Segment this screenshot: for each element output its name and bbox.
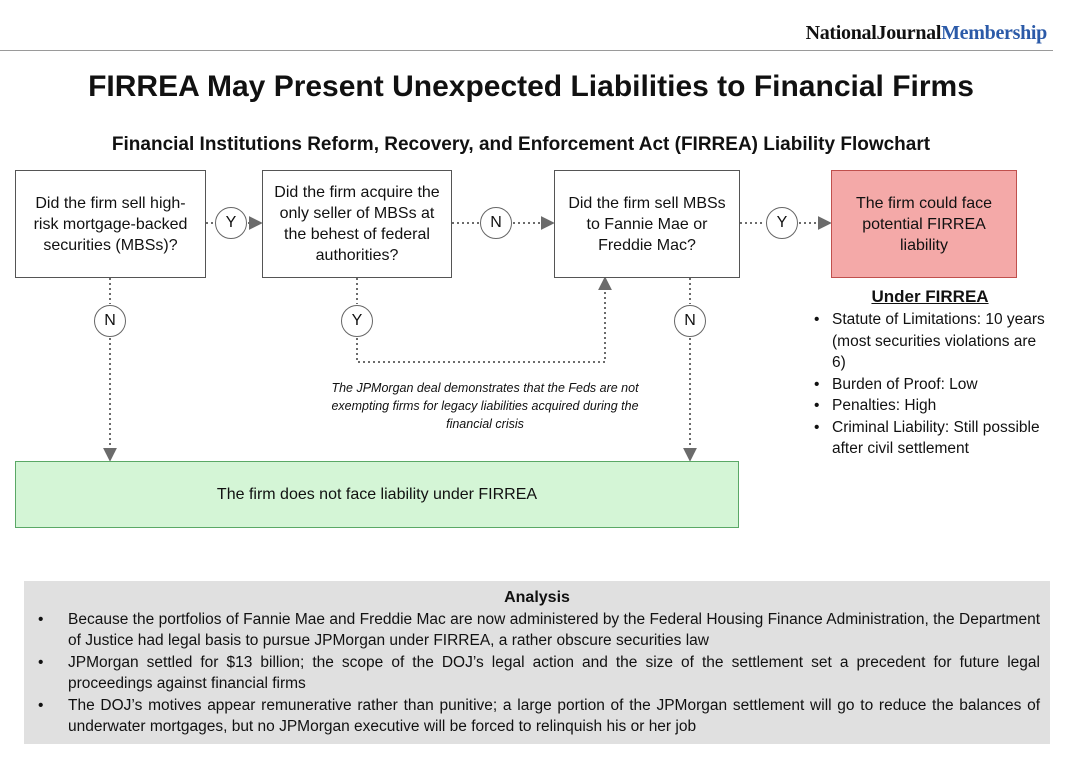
header-divider — [0, 50, 1053, 51]
question-2-box: Did the firm acquire the only seller of … — [262, 170, 452, 278]
under-firrea-list: Statute of Limitations: 10 years (most s… — [810, 309, 1050, 460]
under-firrea-panel: Under FIRREA Statute of Limitations: 10 … — [810, 287, 1050, 460]
no-connector-q3-down: N — [674, 305, 706, 337]
question-1-box: Did the firm sell high-risk mortgage-bac… — [15, 170, 206, 278]
brand-logo: NationalJournalMembership — [805, 22, 1048, 45]
brand-name-part2: Membership — [941, 22, 1047, 44]
no-connector-q2-q3: N — [480, 207, 512, 239]
question-3-box: Did the firm sell MBSs to Fannie Mae or … — [554, 170, 740, 278]
analysis-item: The DOJ’s motives appear remunerative ra… — [38, 696, 1040, 737]
analysis-title: Analysis — [504, 589, 570, 606]
yes-connector-q1-q2: Y — [215, 207, 247, 239]
analysis-item: Because the portfolios of Fannie Mae and… — [38, 610, 1040, 651]
under-firrea-item: Penalties: High — [814, 395, 1050, 417]
page-subtitle: Financial Institutions Reform, Recovery,… — [111, 134, 931, 155]
jpmorgan-note: The JPMorgan deal demonstrates that the … — [331, 381, 639, 431]
analysis-list: Because the portfolios of Fannie Mae and… — [34, 610, 1040, 737]
analysis-panel: Analysis Because the portfolios of Fanni… — [24, 581, 1050, 744]
yes-connector-q3-liable: Y — [766, 207, 798, 239]
brand-name-part1: NationalJournal — [805, 22, 942, 44]
page-title: FIRREA May Present Unexpected Liabilitie… — [88, 70, 974, 103]
analysis-item: JPMorgan settled for $13 billion; the sc… — [38, 653, 1040, 694]
under-firrea-item: Burden of Proof: Low — [814, 374, 1050, 396]
under-firrea-item: Statute of Limitations: 10 years (most s… — [814, 309, 1050, 374]
yes-connector-q2-down: Y — [341, 305, 373, 337]
outcome-not-liable-box: The firm does not face liability under F… — [15, 461, 739, 528]
under-firrea-item: Criminal Liability: Still possible after… — [814, 417, 1050, 460]
outcome-liable-box: The firm could face potential FIRREA lia… — [831, 170, 1017, 278]
under-firrea-title: Under FIRREA — [871, 287, 989, 306]
no-connector-q1-down: N — [94, 305, 126, 337]
connector-q2-q3-loop — [356, 276, 612, 363]
